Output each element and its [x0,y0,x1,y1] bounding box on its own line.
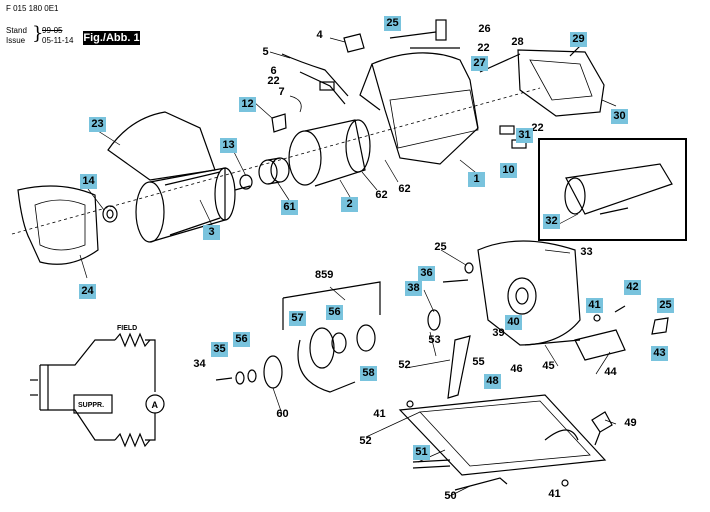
field-label: FIELD [117,325,137,332]
header-brace-icon: } [32,23,44,44]
callout-22-b: 22 [267,75,280,87]
callout-3: 3 [203,225,220,240]
callout-43: 43 [651,346,668,361]
callout-56-a: 56 [326,305,343,320]
callout-5: 5 [262,46,269,58]
callout-41-c: 41 [548,488,561,500]
callout-24: 24 [79,284,96,299]
callout-25-a: 25 [384,16,401,31]
callout-36: 36 [418,266,435,281]
callout-55: 55 [472,356,485,368]
new-date: 05-11-14 [42,36,74,45]
callout-13: 13 [220,138,237,153]
callout-38: 38 [405,281,422,296]
callout-23: 23 [89,117,106,132]
callout-859: 859 [315,269,334,281]
callout-46: 46 [510,363,523,375]
callout-48: 48 [484,374,501,389]
callout-41-a: 41 [586,298,603,313]
callout-35: 35 [211,342,228,357]
callout-62-b: 62 [398,183,411,195]
callout-58: 58 [360,366,377,381]
callout-50: 50 [444,490,457,502]
callout-32: 32 [543,214,560,229]
callout-42: 42 [624,280,641,295]
callout-14: 14 [80,174,97,189]
callout-29: 29 [570,32,587,47]
callout-7: 7 [278,86,285,98]
callout-4: 4 [316,29,323,41]
callout-6: 6 [270,65,277,77]
callout-34: 34 [193,358,206,370]
callout-10: 10 [500,163,517,178]
callout-25-b: 25 [434,241,447,253]
callout-61: 61 [281,200,298,215]
callout-22-a: 22 [477,42,490,54]
callout-40: 40 [505,315,522,330]
figure-label: Fig./Abb. 1 [83,31,140,45]
stand-label: Stand [6,26,27,35]
callout-44: 44 [604,366,617,378]
doc-number: F 015 180 0E1 [6,4,59,13]
callout-56-b: 56 [233,332,250,347]
suppressor-label: SUPPR. [78,402,104,409]
callout-57: 57 [289,311,306,326]
callout-31: 31 [516,128,533,143]
callout-60: 60 [276,408,289,420]
callout-62-a: 62 [375,189,388,201]
callout-49: 49 [624,417,637,429]
callout-33: 33 [580,246,593,258]
old-date: 99-05 [42,26,63,35]
callout-28: 28 [511,36,524,48]
callout-45: 45 [542,360,555,372]
callout-27: 27 [471,56,488,71]
callout-30: 30 [611,109,628,124]
callout-26: 26 [478,23,491,35]
callout-2: 2 [341,197,358,212]
callout-53: 53 [428,334,441,346]
callout-51: 51 [413,445,430,460]
callout-25-c: 25 [657,298,674,313]
armature-label: A [152,400,159,410]
callout-1: 1 [468,172,485,187]
issue-label: Issue [6,36,26,45]
callout-52-b: 52 [359,435,372,447]
callout-39: 39 [492,327,505,339]
callout-22-c: 22 [531,122,544,134]
callout-12: 12 [239,97,256,112]
callout-41-b: 41 [373,408,386,420]
callout-52-a: 52 [398,359,411,371]
